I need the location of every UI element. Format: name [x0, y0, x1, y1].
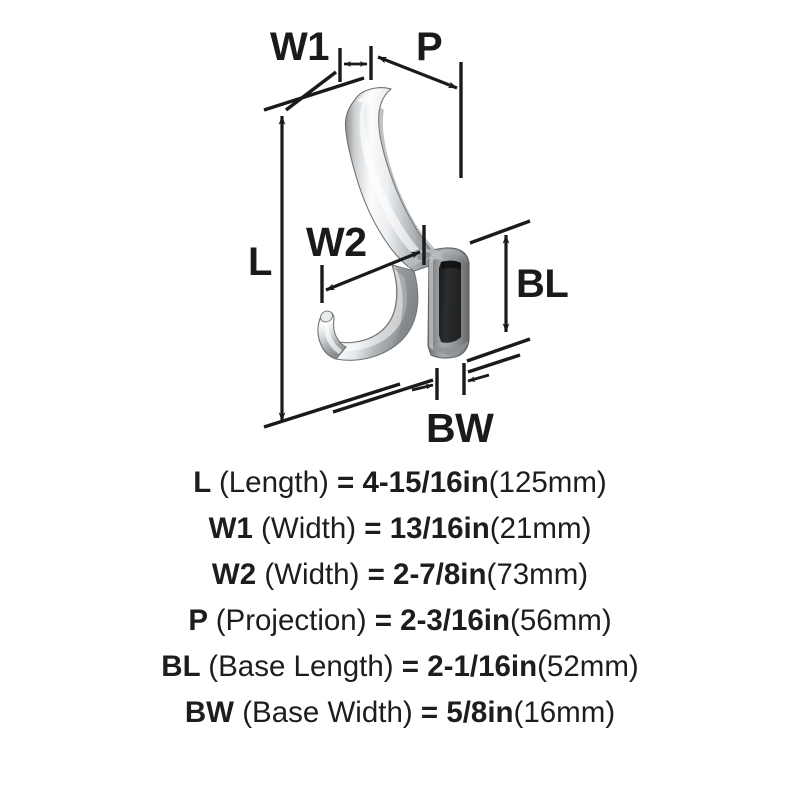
dimension-w2-arrow [325, 250, 421, 292]
dimension-bl-extension-top [469, 219, 531, 245]
spec-name: (Projection) [215, 604, 375, 637]
dimension-bw-arrow-left [411, 383, 434, 392]
spec-line-p: P (Projection) = 2-3/16in(56mm) [0, 606, 800, 636]
dimension-label-bw: BW [426, 405, 494, 451]
spec-imperial: 13/16in [389, 512, 490, 545]
spec-equals: = [374, 604, 401, 637]
dimension-label-bl: BL [516, 262, 569, 306]
spec-metric: (16mm) [513, 696, 616, 729]
spec-code: W1 [208, 512, 262, 545]
spec-line-w1: W1 (Width) = 13/16in(21mm) [0, 514, 800, 544]
dimension-w1 [284, 46, 373, 112]
dimension-l [263, 76, 401, 429]
spec-code: W2 [211, 558, 265, 591]
spec-name: (Base Width) [242, 696, 421, 729]
specification-list: L (Length) = 4-15/16in(125mm) W1 (Width) … [0, 468, 800, 744]
dimension-bw-extension-right [467, 353, 521, 374]
dimension-label-p: P [416, 25, 443, 69]
dimension-label-w2: W2 [306, 219, 367, 265]
mounting-plate-left-highlight [429, 259, 433, 350]
dimension-bl-extension-bottom [466, 337, 531, 363]
spec-imperial: 5/8in [446, 696, 514, 729]
dimension-label-l: L [248, 240, 272, 284]
spec-code: BL [161, 650, 209, 683]
spec-imperial: 2-1/16in [427, 650, 538, 683]
spec-code: P [188, 604, 216, 637]
mounting-plate-face-inner-shadow [441, 260, 461, 270]
spec-name: (Width) [261, 512, 365, 545]
hook-lower-arm-tip [320, 310, 333, 323]
spec-metric: (21mm) [489, 512, 592, 545]
dimension-bl [466, 219, 531, 363]
spec-name: (Width) [264, 558, 368, 591]
dimension-p [377, 55, 463, 178]
mounting-plate-recessed-face [439, 260, 461, 343]
spec-code: L [193, 466, 219, 499]
dimension-l-extension-bottom [263, 382, 401, 429]
mounting-plate-bottom-bevel [431, 341, 468, 355]
spec-metric: (125mm) [488, 466, 607, 499]
spec-metric: (73mm) [486, 558, 589, 591]
spec-line-bl: BL (Base Length) = 2-1/16in(52mm) [0, 652, 800, 682]
spec-metric: (56mm) [510, 604, 612, 637]
dimension-bw [332, 353, 521, 414]
spec-imperial: 4-15/16in [362, 466, 489, 499]
dimension-label-w1: W1 [270, 25, 330, 69]
spec-imperial: 2-3/16in [400, 604, 511, 637]
spec-imperial: 2-7/8in [393, 558, 487, 591]
hook-upper-arm-highlight [359, 103, 419, 252]
spec-equals: = [364, 512, 390, 545]
hook-upper-arm-tip-gloss [358, 89, 387, 105]
spec-equals: = [401, 650, 428, 683]
spec-line-w2: W2 (Width) = 2-7/8in(73mm) [0, 560, 800, 590]
spec-name: (Base Length) [208, 650, 402, 683]
dimension-bw-extension-left [332, 378, 434, 414]
spec-line-l: L (Length) = 4-15/16in(125mm) [0, 468, 800, 498]
spec-equals: = [337, 466, 363, 499]
dimension-p-arrow [377, 55, 458, 90]
spec-equals: = [420, 696, 447, 729]
spec-line-bw: BW (Base Width) = 5/8in(16mm) [0, 698, 800, 728]
spec-code: BW [184, 696, 243, 729]
hook-main-curve-highlight [337, 269, 407, 352]
spec-name: (Length) [218, 466, 338, 499]
dimension-l-extension-top [263, 76, 365, 112]
dimension-bw-arrow-right [467, 373, 490, 383]
hook-technical-drawing [263, 46, 531, 429]
dimension-w2 [320, 225, 426, 303]
spec-metric: (52mm) [537, 650, 639, 683]
spec-equals: = [367, 558, 394, 591]
dimension-w1-leader [284, 70, 338, 112]
